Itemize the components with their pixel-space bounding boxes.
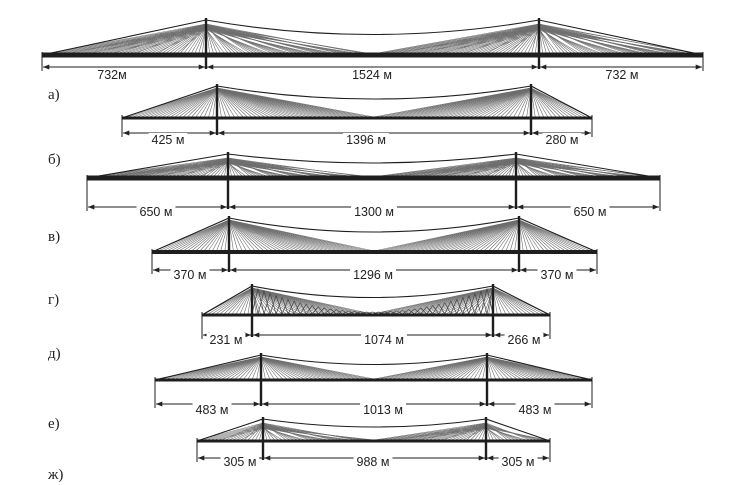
bridge-f-drawing [154, 353, 593, 408]
label-backdrop [361, 333, 407, 347]
bridge-g-span-main: 988 м [357, 455, 390, 469]
label-backdrop [192, 403, 232, 417]
bridge-f-span-main: 1013 м [363, 403, 403, 417]
bridge-a-span-left: 732м [97, 68, 126, 82]
label-backdrop [570, 205, 610, 219]
label-backdrop [136, 205, 176, 219]
deck [155, 378, 592, 382]
label-backdrop [515, 403, 555, 417]
stay-envelope [154, 354, 593, 381]
bridge-g-drawing [196, 417, 551, 462]
label-backdrop [602, 68, 642, 82]
bridge-e-span-main: 1074 м [364, 333, 404, 347]
bridge-g: 305 м 988 м 305 м ж) [47, 417, 551, 483]
label-backdrop [148, 133, 188, 147]
bridge-f: 483 м 1013 м 483 м е) [48, 353, 593, 432]
bridge-e-span-right: 266 м [508, 333, 541, 347]
label-backdrop [206, 333, 246, 347]
label-backdrop [220, 455, 260, 469]
bridge-g-span-right: 305 м [502, 455, 535, 469]
bridge-f-label: е) [48, 416, 60, 432]
bridge-a: 732м 1524 м 732 м а) [41, 18, 704, 103]
label-backdrop [170, 268, 210, 282]
deck [87, 175, 660, 181]
bridge-b-span-right: 280 м [546, 133, 579, 147]
cable-stays [153, 219, 596, 252]
bridge-c-span-left: 650 м [140, 205, 173, 219]
label-backdrop [353, 455, 393, 469]
bridge-c: 650 м 1300 м 650 м в) [48, 152, 661, 245]
bridge-e-drawing [201, 284, 551, 339]
label-backdrop [349, 68, 395, 82]
bridge-a-drawing [41, 18, 704, 71]
cable-stays [88, 157, 659, 178]
bridge-b-span-left: 425 м [152, 133, 185, 147]
bridge-g-span-left: 305 м [224, 455, 257, 469]
label-backdrop [504, 333, 544, 347]
stay-envelope [196, 418, 551, 442]
deck [197, 439, 550, 443]
bridge-b: 425 м 1396 м 280 м б) [48, 84, 593, 168]
bridge-a-span-right: 732 м [606, 68, 639, 82]
bridge-g-label: ж) [47, 467, 63, 483]
truss-stays [251, 285, 494, 315]
bridge-d-span-right: 370 м [541, 268, 574, 282]
bridge-c-span-right: 650 м [574, 205, 607, 219]
bridge-f-span-left: 483 м [196, 403, 229, 417]
bridge-a-span-main: 1524 м [352, 68, 392, 82]
cable-stays [156, 356, 591, 380]
bridge-b-drawing [121, 84, 593, 137]
deck [202, 313, 550, 317]
stay-envelope [41, 19, 704, 56]
deck [122, 116, 592, 120]
bridge-a-label: а) [48, 87, 60, 103]
deck [152, 250, 597, 254]
bridge-d: 370 м 1296 м 370 м г) [48, 216, 598, 308]
bridge-e-span-left: 231 м [210, 333, 243, 347]
label-backdrop [498, 455, 538, 469]
stay-envelope [121, 85, 593, 119]
cable-stays [123, 87, 591, 118]
stay-envelope [86, 153, 661, 179]
bridge-f-span-right: 483 м [519, 403, 552, 417]
bridge-c-label: в) [48, 229, 60, 245]
deck [42, 52, 703, 58]
bridge-c-drawing [86, 152, 661, 211]
bridge-d-drawing [151, 216, 598, 274]
label-backdrop [94, 68, 130, 82]
label-backdrop [360, 403, 406, 417]
bridge-e-label: д) [48, 346, 61, 362]
bridge-c-span-main: 1300 м [354, 205, 394, 219]
bridge-b-label: б) [48, 152, 61, 168]
cable-stays [43, 23, 702, 55]
bridge-d-span-main: 1296 м [353, 268, 393, 282]
bridge-d-span-left: 370 м [174, 268, 207, 282]
label-backdrop [350, 268, 396, 282]
cable-stays [203, 287, 549, 315]
label-backdrop [542, 133, 582, 147]
stay-envelope [201, 285, 551, 316]
bridge-b-span-main: 1396 м [346, 133, 386, 147]
cable-stays [198, 422, 549, 441]
bridge-e: 231 м 1074 м 266 м д) [48, 284, 551, 362]
label-backdrop [343, 133, 389, 147]
label-backdrop [537, 268, 577, 282]
stay-envelope [151, 217, 598, 253]
bridge-d-label: г) [48, 292, 59, 308]
label-backdrop [351, 205, 397, 219]
